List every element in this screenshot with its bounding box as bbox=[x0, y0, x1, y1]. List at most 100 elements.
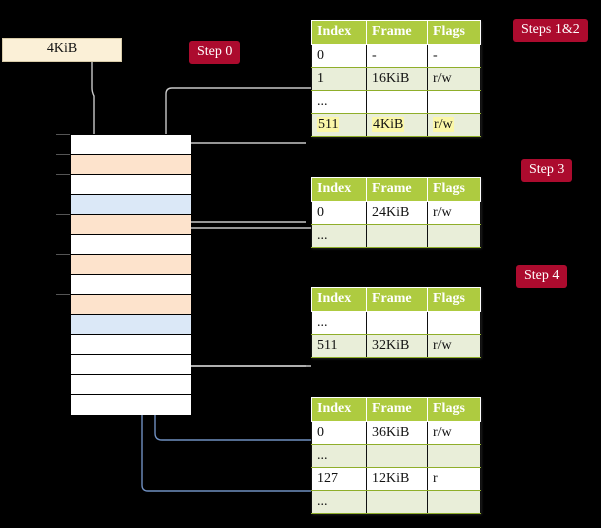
badge-steps-1-2: Steps 1&2 bbox=[513, 19, 588, 42]
memory-frame-row bbox=[71, 275, 191, 295]
cell-index: 511 bbox=[311, 113, 367, 137]
cell-frame bbox=[366, 311, 428, 335]
highlighted-value: r/w bbox=[433, 116, 454, 132]
cell-frame: 12KiB bbox=[366, 467, 428, 491]
cell-frame: 24KiB bbox=[366, 201, 428, 225]
memory-frame-row bbox=[71, 255, 191, 275]
column-header-index: Index bbox=[311, 177, 367, 202]
cell-index: ... bbox=[311, 444, 367, 468]
column-header-frame: Frame bbox=[366, 287, 428, 312]
cell-flags: r/w bbox=[427, 67, 481, 91]
cell-frame bbox=[366, 444, 428, 468]
memory-frame-row bbox=[71, 395, 191, 415]
cell-frame: - bbox=[366, 44, 428, 68]
table-row: ... bbox=[311, 90, 481, 114]
column-header-flags: Flags bbox=[427, 397, 481, 422]
cell-flags: r/w bbox=[427, 113, 481, 137]
cell-frame: 36KiB bbox=[366, 421, 428, 445]
wire-l3-24kib bbox=[178, 227, 311, 266]
table-header-row: Index Frame Flags bbox=[311, 287, 481, 312]
column-header-index: Index bbox=[311, 287, 367, 312]
badge-steps-1-2-label: Steps 1&2 bbox=[521, 22, 580, 37]
memory-frame-row bbox=[71, 375, 191, 395]
badge-step-4: Step 4 bbox=[516, 265, 568, 288]
table-row: 511 4KiB r/w bbox=[311, 113, 481, 137]
request-size-box: 4KiB bbox=[2, 38, 122, 62]
badge-step-0-label: Step 0 bbox=[197, 44, 233, 59]
cell-flags bbox=[427, 90, 481, 114]
memory-grid-tick bbox=[56, 174, 70, 175]
cell-flags bbox=[427, 311, 481, 335]
memory-frame-row bbox=[71, 155, 191, 175]
cell-index: 1 bbox=[311, 67, 367, 91]
badge-step-3-label: Step 3 bbox=[529, 162, 565, 177]
badge-step-0: Step 0 bbox=[189, 41, 241, 64]
table-header-row: Index Frame Flags bbox=[311, 397, 481, 422]
cell-flags: - bbox=[427, 44, 481, 68]
physical-memory-grid bbox=[70, 134, 191, 415]
cell-index: ... bbox=[311, 490, 367, 514]
cell-flags bbox=[427, 490, 481, 514]
cell-index: ... bbox=[311, 311, 367, 335]
table-header-row: Index Frame Flags bbox=[311, 177, 481, 202]
column-header-flags: Flags bbox=[427, 177, 481, 202]
memory-grid-tick bbox=[56, 214, 70, 215]
badge-step-3: Step 3 bbox=[521, 159, 573, 182]
cell-index: 0 bbox=[311, 421, 367, 445]
cell-flags bbox=[427, 444, 481, 468]
column-header-frame: Frame bbox=[366, 177, 428, 202]
table-row: ... bbox=[311, 224, 481, 248]
wire-l2-32kib bbox=[165, 306, 311, 367]
memory-grid-tick bbox=[56, 134, 70, 135]
memory-grid-tick bbox=[56, 154, 70, 155]
cell-index: 0 bbox=[311, 201, 367, 225]
cell-index: ... bbox=[311, 90, 367, 114]
highlighted-value: 511 bbox=[317, 116, 340, 132]
memory-grid-tick bbox=[56, 254, 70, 255]
highlighted-value: 4KiB bbox=[372, 116, 405, 132]
column-header-frame: Frame bbox=[366, 397, 428, 422]
cell-frame bbox=[366, 490, 428, 514]
column-header-index: Index bbox=[311, 20, 367, 45]
memory-frame-row bbox=[71, 175, 191, 195]
column-header-frame: Frame bbox=[366, 20, 428, 45]
column-header-flags: Flags bbox=[427, 287, 481, 312]
badge-step-4-label: Step 4 bbox=[524, 268, 560, 283]
cell-frame: 32KiB bbox=[366, 334, 428, 358]
table-header-row: Index Frame Flags bbox=[311, 20, 481, 45]
memory-frame-row bbox=[71, 215, 191, 235]
memory-frame-row bbox=[71, 235, 191, 255]
request-size-label: 4KiB bbox=[46, 41, 78, 56]
cell-index: 0 bbox=[311, 44, 367, 68]
memory-frame-row bbox=[71, 355, 191, 375]
cell-index: ... bbox=[311, 224, 367, 248]
memory-frame-row bbox=[71, 295, 191, 315]
cell-frame bbox=[366, 224, 428, 248]
column-header-index: Index bbox=[311, 397, 367, 422]
table-row: ... bbox=[311, 490, 481, 514]
memory-frame-row bbox=[71, 135, 191, 155]
column-header-flags: Flags bbox=[427, 20, 481, 45]
table-row: ... bbox=[311, 444, 481, 468]
cell-flags: r/w bbox=[427, 201, 481, 225]
memory-frame-row bbox=[71, 335, 191, 355]
cell-flags: r/w bbox=[427, 421, 481, 445]
cell-flags bbox=[427, 224, 481, 248]
table-row: ... bbox=[311, 311, 481, 335]
cell-frame bbox=[366, 90, 428, 114]
cell-frame: 4KiB bbox=[366, 113, 428, 137]
